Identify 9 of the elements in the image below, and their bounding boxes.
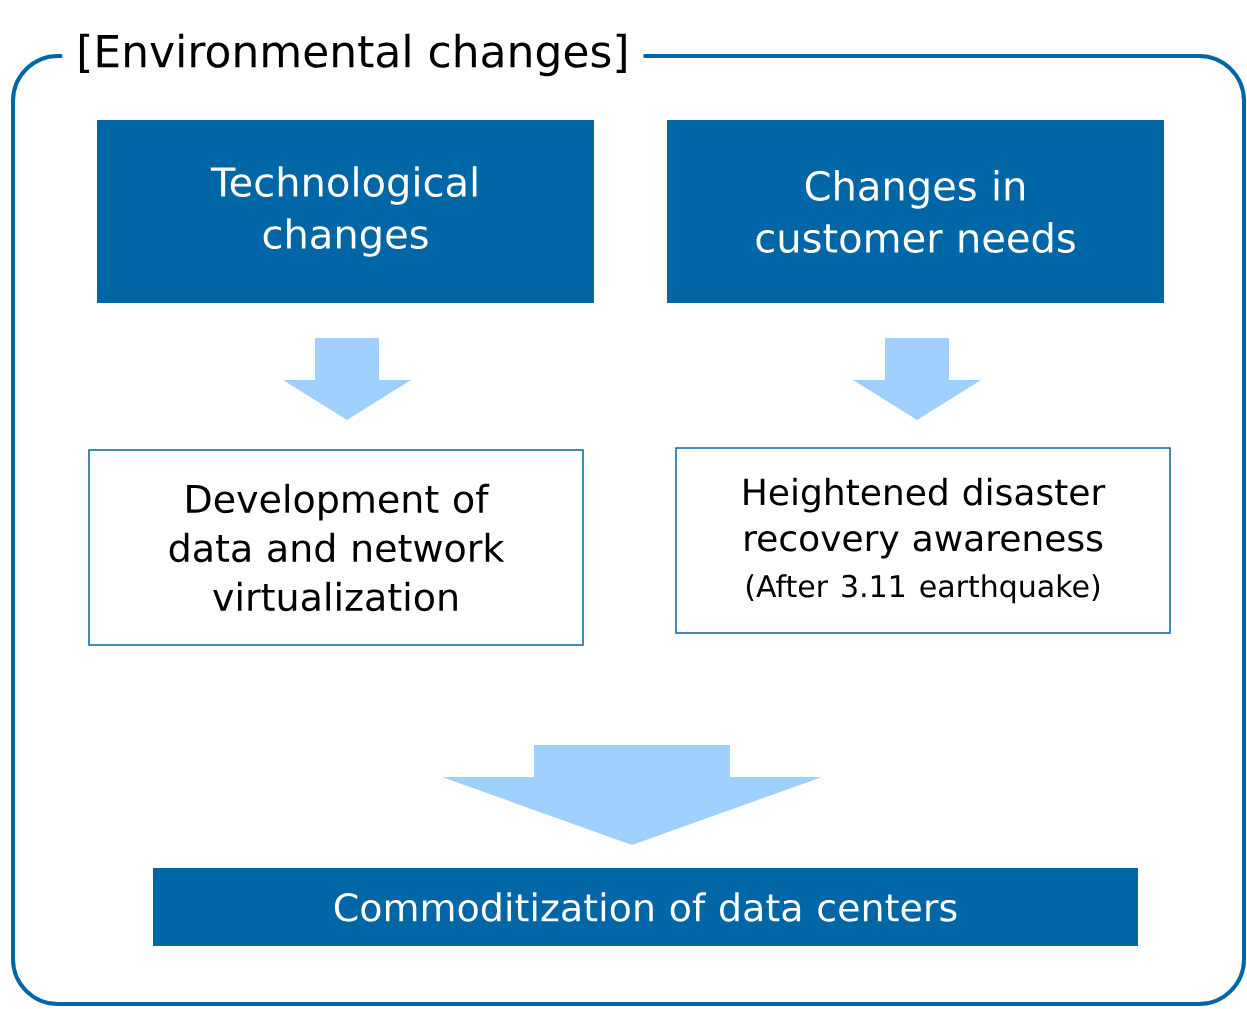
block-arrow [442,745,822,845]
heading-box: Technological changes [97,120,594,303]
banner-box: Commoditization of data centers [153,868,1138,946]
text-box: Heightened disaster recovery awareness (After 3.11 earthquake) [675,447,1171,634]
block-arrow [283,338,411,420]
frame-heading: [Environmental changes] [62,29,644,81]
heading-box: Changes in customer needs [667,120,1164,303]
block-arrow [853,338,981,420]
text-box: Development of data and network virtualization [88,449,584,646]
